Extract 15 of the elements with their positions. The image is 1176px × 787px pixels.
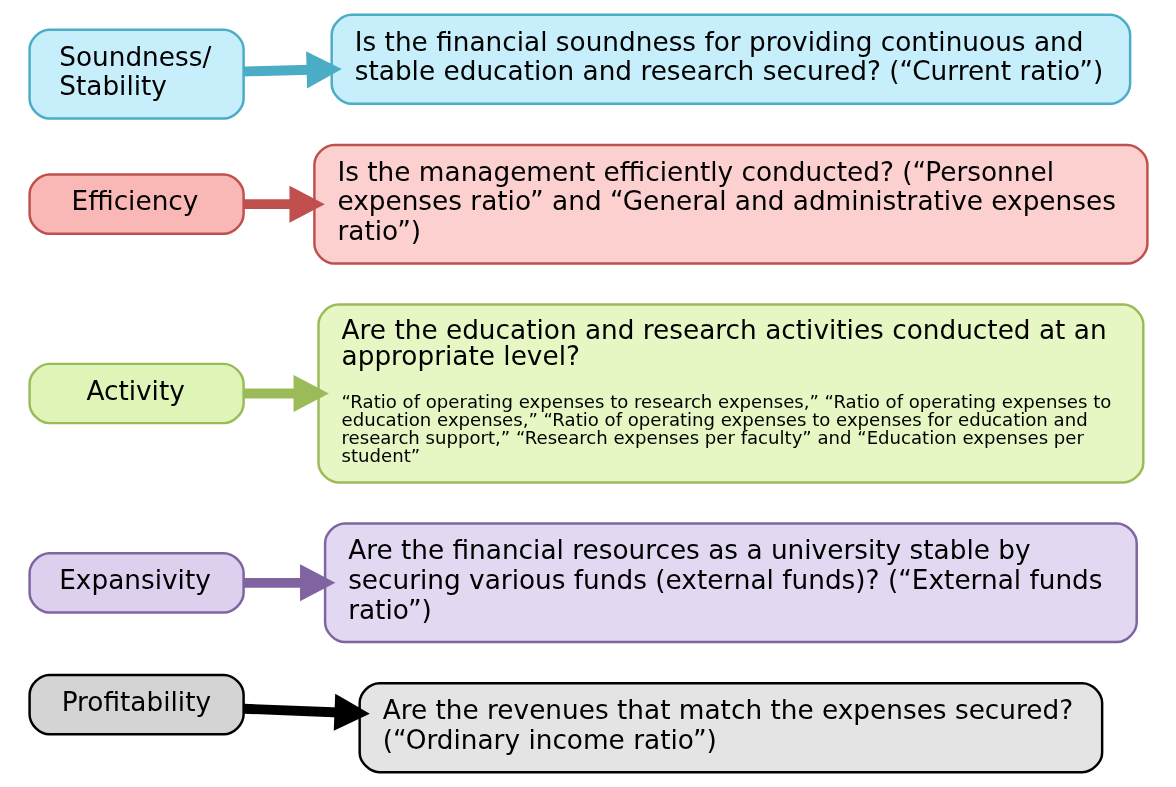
arrow bbox=[243, 693, 370, 731]
node-box: Profitability bbox=[27, 673, 245, 736]
node-box: Soundness/ Stability bbox=[27, 28, 245, 120]
node-box: Are the education and research activities conducted at an appropriate level? “Ratio of operating expenses to research expenses,” “Ratio of operating expenses to education expenses,” “Ratio of operating expenses to expenses for education and research support,” “Research expenses per faculty” and “Education expenses per student” bbox=[316, 303, 1145, 484]
arrow bbox=[243, 51, 342, 89]
node-box: Efficiency bbox=[27, 173, 245, 236]
arrow bbox=[243, 185, 325, 223]
arrow bbox=[243, 564, 335, 602]
node-box: Activity bbox=[27, 362, 245, 425]
node-box: Is the financial soundness for providing continuous and stable education and research secured? (“Current ratio”) bbox=[329, 13, 1131, 105]
node-box: Are the revenues that match the expenses secured? (“Ordinary income ratio”) bbox=[357, 682, 1103, 774]
node-box: Expansivity bbox=[27, 551, 245, 614]
arrow bbox=[243, 374, 329, 413]
node-box: Are the financial resources as a university stable by securing various funds (external funds)? (“External funds ratio”) bbox=[323, 522, 1138, 644]
node-box: Is the management efficiently conducted? (“Personnel expenses ratio” and “General and administrative expenses ratio”) bbox=[312, 143, 1149, 265]
